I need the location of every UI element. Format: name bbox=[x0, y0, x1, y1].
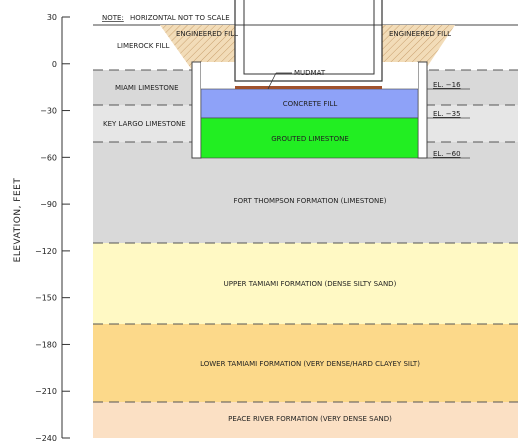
left-wall bbox=[191, 61, 202, 159]
right-wall bbox=[417, 61, 428, 159]
note-body: HORIZONTAL NOT TO SCALE bbox=[130, 14, 230, 22]
label-concrete-fill: CONCRETE FILL bbox=[283, 100, 338, 108]
lower-tamiami-layer bbox=[93, 324, 518, 402]
peace-river-layer bbox=[93, 402, 518, 438]
mudmat-leader bbox=[267, 72, 277, 90]
label-el-16: EL. −16 bbox=[433, 81, 461, 89]
label-miami-limestone: MIAMI LIMESTONE bbox=[115, 84, 179, 92]
note-text: NOTE: HORIZONTAL NOT TO SCALE bbox=[102, 14, 230, 22]
axis-tick-label: −30 bbox=[40, 107, 57, 116]
label-mudmat: MUDMAT bbox=[294, 69, 326, 77]
axis-tick-label: −150 bbox=[35, 294, 57, 303]
elevation-callouts bbox=[427, 88, 470, 159]
grouted-limestone bbox=[200, 117, 419, 159]
layer-boundaries bbox=[93, 69, 518, 403]
caisson-outline bbox=[234, 0, 383, 82]
label-el-35: EL. −35 bbox=[433, 110, 461, 118]
label-fort-thompson: FORT THOMPSON FORMATION (LIMESTONE) bbox=[234, 197, 387, 205]
engineered-fill-left bbox=[160, 25, 235, 70]
label-engineered-fill-right: ENGINEERED FILL bbox=[389, 30, 451, 38]
fort-thompson-layer bbox=[93, 142, 518, 243]
axis-tick-label: −90 bbox=[40, 200, 57, 209]
upper-tamiami-layer bbox=[93, 243, 518, 324]
note-prefix: NOTE: bbox=[102, 14, 124, 22]
axis-ticks: 30 0 −30 −60 −90 −120 −150 −180 −210 −240 bbox=[35, 13, 70, 441]
axis-tick-label: −240 bbox=[35, 434, 57, 441]
axis-tick-label: −210 bbox=[35, 387, 57, 396]
axis-tick-label: 30 bbox=[47, 13, 57, 22]
axis-tick-label: 0 bbox=[52, 60, 57, 69]
engineered-fill-right bbox=[382, 25, 455, 70]
label-upper-tamiami: UPPER TAMIAMI FORMATION (DENSE SILTY SAN… bbox=[224, 280, 397, 288]
label-el-60: EL. −60 bbox=[433, 150, 461, 158]
label-grouted-limestone: GROUTED LIMESTONE bbox=[271, 135, 349, 143]
elevation-axis-title: ELEVATION, FEET bbox=[13, 178, 23, 263]
concrete-fill bbox=[200, 88, 419, 119]
caisson-inner bbox=[243, 0, 375, 75]
axis-tick-label: −120 bbox=[35, 247, 57, 256]
axis-tick-label: −60 bbox=[40, 153, 57, 162]
label-limerock-fill: LIMEROCK FILL bbox=[117, 42, 169, 50]
label-lower-tamiami: LOWER TAMIAMI FORMATION (VERY DENSE/HARD… bbox=[200, 360, 420, 368]
label-key-largo: KEY LARGO LIMESTONE bbox=[103, 120, 186, 128]
axis-tick-label: −180 bbox=[35, 340, 57, 349]
mudmat bbox=[235, 86, 382, 89]
label-engineered-fill-left: ENGINEERED FILL bbox=[176, 30, 238, 38]
label-peace-river: PEACE RIVER FORMATION (VERY DENSE SAND) bbox=[228, 415, 392, 423]
